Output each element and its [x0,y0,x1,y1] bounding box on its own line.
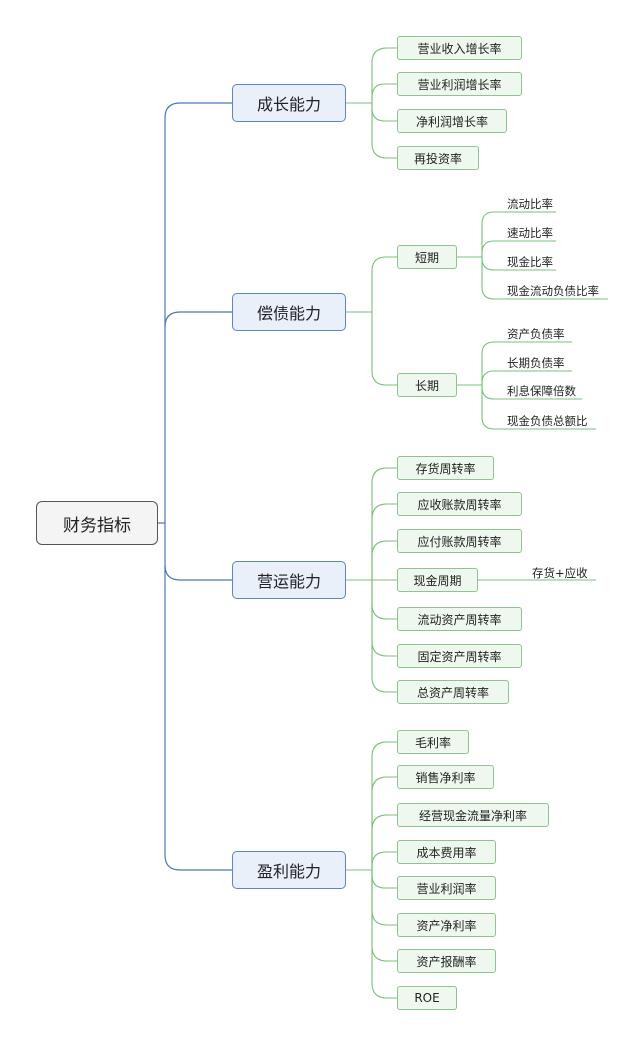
root-label: 财务指标 [63,515,131,536]
category-operation[interactable]: 营运能力 [232,561,346,599]
leaf-node[interactable]: 营业利润率 [397,876,496,900]
leaf-node[interactable]: 经营现金流量净利率 [397,803,549,827]
leaf-node[interactable]: 应收账款周转率 [397,492,522,516]
leaf-node[interactable]: 固定资产周转率 [397,644,522,668]
leaf-node[interactable]: 现金周期 [397,568,478,592]
leaf-node[interactable]: 存货周转率 [397,456,494,480]
group-label: 长期 [414,378,439,393]
root-node[interactable]: 财务指标 [36,501,158,545]
sub-item[interactable]: 利息保障倍数 [507,384,576,398]
sub-item[interactable]: 现金流动负债比率 [507,284,599,298]
sub-item[interactable]: 现金负债总额比 [507,414,588,428]
cash-cycle-note[interactable]: 存货+应收 [532,566,588,580]
leaf-node[interactable]: ROE [397,986,457,1010]
leaf-label: 存货周转率 [415,461,476,476]
leaf-label: 毛利率 [414,735,451,750]
leaf-node[interactable]: 总资产周转率 [397,680,509,704]
connector-root-growth [157,102,232,524]
leaf-node[interactable]: 净利润增长率 [397,109,507,133]
connector-root-profit [164,565,232,871]
category-profit[interactable]: 盈利能力 [232,851,346,889]
leaf-node[interactable]: 再投资率 [397,146,479,170]
category-solvency[interactable]: 偿债能力 [232,293,346,331]
leaf-node[interactable]: 资产报酬率 [397,949,496,973]
connector-solvency-branch [346,211,608,430]
group-short-term[interactable]: 短期 [397,245,457,269]
leaf-node[interactable]: 毛利率 [397,730,469,754]
category-label: 营运能力 [256,572,321,591]
leaf-node[interactable]: 营业收入增长率 [397,36,522,60]
leaf-node[interactable]: 营业利润增长率 [397,72,522,96]
leaf-label: 营业利润率 [416,881,477,896]
category-label: 成长能力 [256,95,321,114]
leaf-label: 总资产周转率 [416,685,489,700]
sub-item[interactable]: 速动比率 [507,226,553,240]
leaf-node[interactable]: 销售净利率 [397,765,494,789]
leaf-label: 营业利润增长率 [417,77,502,92]
connector-root-solvency [164,311,232,328]
leaf-label: 应收账款周转率 [417,497,502,512]
leaf-label: 经营现金流量净利率 [418,808,527,823]
leaf-node[interactable]: 资产净利率 [397,913,496,937]
connector-profit-branch [346,741,397,999]
leaf-node[interactable]: 成本费用率 [397,840,496,864]
group-label: 短期 [414,250,439,265]
leaf-label: 成本费用率 [416,845,477,860]
leaf-label: 资产净利率 [416,918,477,933]
leaf-label: 应付账款周转率 [417,534,502,549]
connector-operation-branch [346,467,596,693]
leaf-label: 现金周期 [413,573,462,588]
leaf-node[interactable]: 应付账款周转率 [397,529,522,553]
leaf-node[interactable]: 流动资产周转率 [397,607,522,631]
category-label: 盈利能力 [256,862,321,881]
group-long-term[interactable]: 长期 [397,373,457,397]
sub-item[interactable]: 长期负债率 [507,356,565,370]
leaf-label: 净利润增长率 [415,114,488,129]
leaf-label: ROE [414,991,440,1005]
connector-root-operation [164,523,232,581]
connector-growth-branch [346,47,397,159]
leaf-label: 再投资率 [413,151,462,166]
leaf-label: 流动资产周转率 [417,612,502,627]
leaf-label: 销售净利率 [415,770,476,785]
category-label: 偿债能力 [256,304,321,323]
category-growth[interactable]: 成长能力 [232,84,346,122]
leaf-label: 固定资产周转率 [417,649,502,664]
sub-item[interactable]: 现金比率 [507,255,553,269]
sub-item[interactable]: 流动比率 [507,197,553,211]
leaf-label: 营业收入增长率 [417,41,502,56]
leaf-label: 资产报酬率 [416,954,477,969]
sub-item[interactable]: 资产负债率 [507,327,565,341]
